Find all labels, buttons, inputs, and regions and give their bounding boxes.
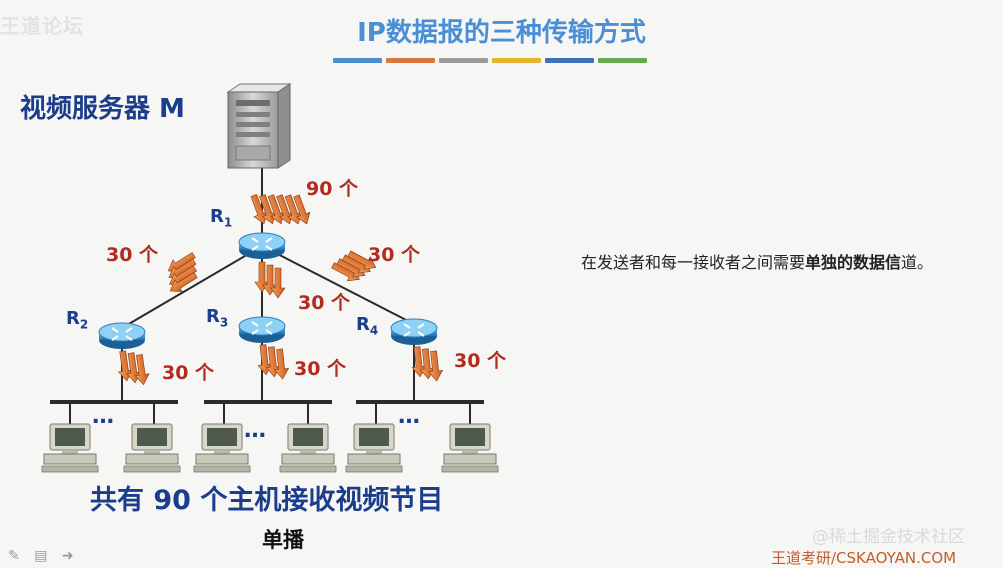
title-color-bars bbox=[333, 58, 647, 64]
juejin-watermark: @稀土掘金技术社区 bbox=[812, 527, 965, 547]
forum-watermark: 王道论坛 bbox=[0, 14, 84, 38]
router-r2-icon bbox=[98, 322, 146, 350]
router-r3-label: R3 bbox=[206, 306, 229, 330]
count-r1-r4: 30 个 bbox=[368, 244, 421, 266]
summary-text: 共有 90 个主机接收视频节目 bbox=[90, 485, 444, 516]
pen-icon[interactable]: ✎ bbox=[8, 548, 20, 564]
title-bar-6 bbox=[598, 58, 647, 63]
count-r4-hosts: 30 个 bbox=[454, 350, 507, 372]
host-computer-icon bbox=[279, 423, 337, 473]
menu-icon[interactable]: ▤ bbox=[34, 548, 48, 564]
router-r4-label: R4 bbox=[356, 314, 379, 338]
packet-arrow-bundle bbox=[246, 192, 314, 227]
title-bar-3 bbox=[439, 58, 488, 63]
host-computer-icon bbox=[345, 423, 403, 473]
host-computer-icon bbox=[123, 423, 181, 473]
packet-arrow-bundle bbox=[115, 349, 151, 386]
video-server-icon bbox=[226, 83, 292, 169]
packet-arrows bbox=[115, 192, 444, 386]
count-r1-r2: 30 个 bbox=[106, 244, 159, 266]
server-label: 视频服务器 M bbox=[20, 94, 185, 124]
packet-arrow-bundle bbox=[254, 261, 286, 299]
count-server-r1: 90 个 bbox=[306, 178, 359, 200]
router-r1-label: R1 bbox=[210, 206, 233, 230]
router-r3-icon bbox=[238, 316, 286, 344]
explanation-emphasis: 单独的数据信 bbox=[805, 253, 902, 272]
title-bar-4 bbox=[492, 58, 541, 63]
count-r1-r3: 30 个 bbox=[298, 292, 351, 314]
router-r1-icon bbox=[238, 232, 286, 260]
router-r4-icon bbox=[390, 318, 438, 346]
hosts-ellipsis: … bbox=[398, 404, 420, 429]
hosts-ellipsis: … bbox=[92, 404, 114, 429]
diagram-caption: 单播 bbox=[262, 528, 304, 552]
slide-nav-controls[interactable]: ✎ ▤ ➜ bbox=[8, 548, 74, 564]
hosts-ellipsis: … bbox=[244, 418, 266, 443]
title-bar-5 bbox=[545, 58, 594, 63]
host-computer-icon bbox=[193, 423, 251, 473]
count-r3-hosts: 30 个 bbox=[294, 358, 347, 380]
host-computer-icon bbox=[41, 423, 99, 473]
packet-arrow-bundle bbox=[409, 345, 444, 383]
title-bar-1 bbox=[333, 58, 382, 63]
slide-title: IP数据报的三种传输方式 bbox=[357, 18, 646, 48]
packet-arrow-bundle bbox=[164, 248, 200, 298]
title-bar-2 bbox=[386, 58, 435, 63]
router-r2-label: R2 bbox=[66, 308, 89, 332]
footer-brand: 王道考研/CSKAOYAN.COM bbox=[771, 549, 957, 567]
explanation-text: 在发送者和每一接收者之间需要单独的数据信道。 bbox=[581, 253, 934, 272]
next-arrow-icon[interactable]: ➜ bbox=[61, 548, 74, 564]
host-computer-icon bbox=[441, 423, 499, 473]
count-r2-hosts: 30 个 bbox=[162, 362, 215, 384]
